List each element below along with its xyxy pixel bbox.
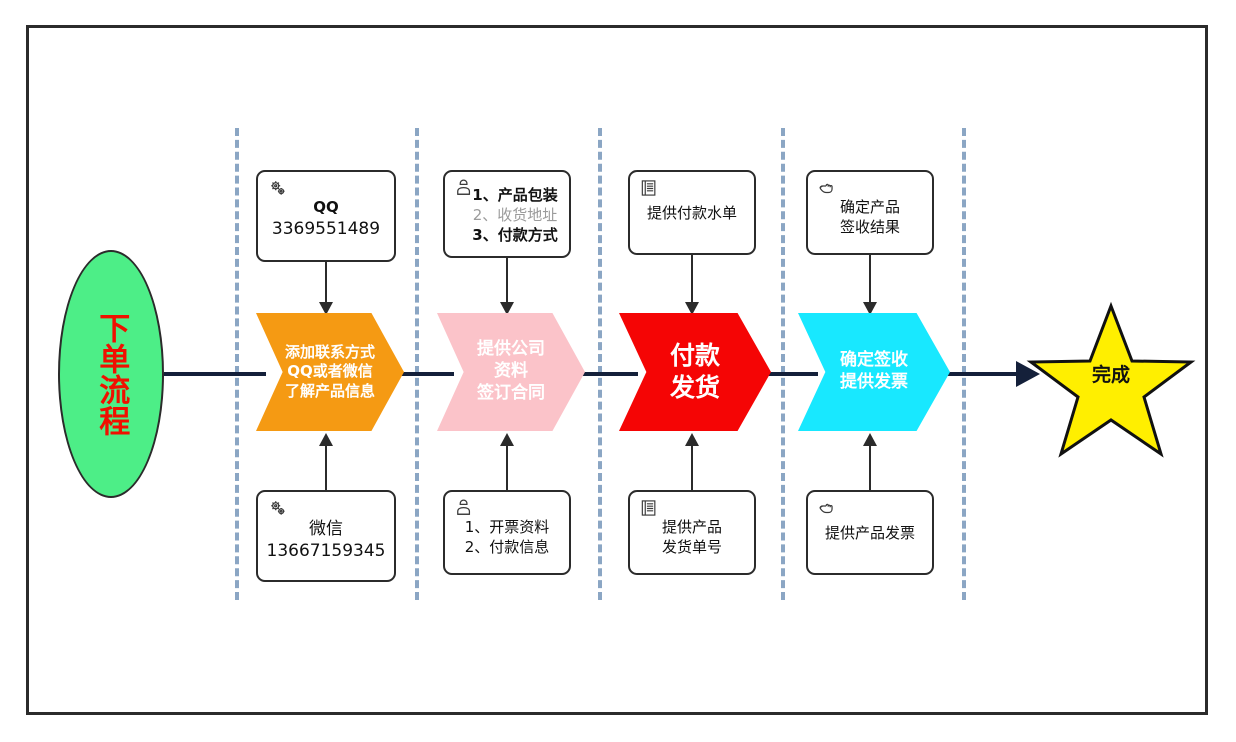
lane-divider-2 xyxy=(415,128,419,600)
note-payment-slip[interactable]: 提供付款水单 xyxy=(628,170,756,255)
gear-icon xyxy=(267,178,289,200)
note-provide-invoice[interactable]: 提供产品发票 xyxy=(806,490,934,575)
note-product-requirements[interactable]: 1、产品包装 2、收货地址 3、付款方式 xyxy=(443,170,571,258)
chevron-line: 确定签收 xyxy=(840,350,908,371)
connector-wechat-to-chevron xyxy=(325,444,327,492)
chevron-line: 了解产品信息 xyxy=(284,381,375,400)
note-line: QQ xyxy=(313,198,339,216)
completion-star-label: 完成 xyxy=(1091,364,1130,386)
connector-start-to-stage1 xyxy=(164,372,266,376)
completion-star[interactable]: 完成 xyxy=(1026,301,1196,460)
note-line: 3369551489 xyxy=(271,218,381,239)
note-line: 发货单号 xyxy=(661,537,722,556)
connector-confirm-receipt-to-chevron xyxy=(869,255,871,308)
pointing-hand-icon xyxy=(817,178,839,200)
chevron-line: 提供公司 xyxy=(477,339,545,360)
gear-icon xyxy=(267,498,289,520)
connector-stage4-to-end xyxy=(938,372,1020,376)
connector-stage1-to-stage2 xyxy=(392,372,454,376)
person-icon xyxy=(454,178,476,200)
chevron-line: 签订合同 xyxy=(477,382,545,403)
connector-shipping-number-to-chevron xyxy=(691,444,693,492)
chevron-line: QQ或者微信 xyxy=(287,362,373,381)
person-icon xyxy=(454,498,476,520)
note-line: 确定产品 xyxy=(839,198,900,216)
connector-stage2-to-stage3 xyxy=(572,372,638,376)
note-line: 2、付款信息 xyxy=(464,537,550,556)
chevron-line: 添加联系方式 xyxy=(284,343,375,362)
note-line: 提供产品发票 xyxy=(824,524,915,542)
lane-divider-5 xyxy=(962,128,966,600)
lane-divider-4 xyxy=(781,128,785,600)
note-line: 提供产品 xyxy=(661,518,722,536)
arrow-invoice-info-up xyxy=(500,433,514,446)
note-line: 2、收货地址 xyxy=(472,205,558,224)
document-icon xyxy=(639,498,661,520)
lane-divider-1 xyxy=(235,128,239,600)
chevron-line: 提供发票 xyxy=(840,372,908,392)
note-line: 3、付款方式 xyxy=(472,225,558,244)
connector-provide-invoice-to-chevron xyxy=(869,444,871,492)
connector-invoice-info-to-chevron xyxy=(506,444,508,492)
connector-requirements-to-chevron xyxy=(506,258,508,308)
lane-divider-3 xyxy=(598,128,602,600)
note-line: 提供付款水单 xyxy=(646,204,737,222)
chevron-line: 资料 xyxy=(494,361,528,382)
note-line: 微信 xyxy=(309,519,343,539)
diagram-frame xyxy=(26,25,1208,715)
chevron-line: 发货 xyxy=(669,373,720,402)
note-line: 13667159345 xyxy=(266,541,386,562)
start-ellipse[interactable]: 下单流程 xyxy=(58,250,164,498)
arrow-wechat-up xyxy=(319,433,333,446)
arrow-payment-slip-down xyxy=(685,302,699,315)
chevron-stage-contact[interactable]: 添加联系方式 QQ或者微信 了解产品信息 xyxy=(256,313,404,431)
arrow-confirm-receipt-down xyxy=(863,302,877,315)
arrow-qq-down xyxy=(319,302,333,315)
connector-stage3-to-stage4 xyxy=(756,372,818,376)
arrow-requirements-down xyxy=(500,302,514,315)
note-qq[interactable]: QQ 3369551489 xyxy=(256,170,396,262)
note-wechat[interactable]: 微信 13667159345 xyxy=(256,490,396,582)
note-line: 1、产品包装 xyxy=(472,186,558,204)
note-line: 签收结果 xyxy=(839,217,900,236)
note-confirm-receipt[interactable]: 确定产品 签收结果 xyxy=(806,170,934,255)
pointing-hand-icon xyxy=(817,498,839,520)
note-invoice-payment-info[interactable]: 1、开票资料 2、付款信息 xyxy=(443,490,571,575)
connector-qq-to-chevron xyxy=(325,262,327,308)
start-ellipse-label: 下单流程 xyxy=(93,312,130,436)
connector-payment-slip-to-chevron xyxy=(691,255,693,308)
arrow-provide-invoice-up xyxy=(863,433,877,446)
arrow-shipping-number-up xyxy=(685,433,699,446)
document-icon xyxy=(639,178,661,200)
chevron-line: 付款 xyxy=(669,341,720,370)
note-line: 1、开票资料 xyxy=(464,518,550,536)
note-shipping-number[interactable]: 提供产品 发货单号 xyxy=(628,490,756,575)
